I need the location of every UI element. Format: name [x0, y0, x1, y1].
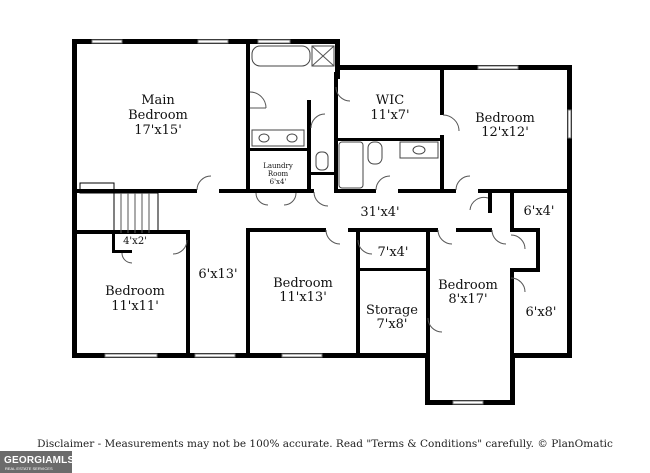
room-label-wic: WIC 11'x7' — [370, 93, 409, 123]
disclaimer-text: Disclaimer - Measurements may not be 100… — [37, 438, 613, 450]
room-label-bedroom-mid: Bedroom 11'x13' — [273, 276, 333, 305]
closet-se-size: 6'x8' — [525, 305, 556, 320]
logo-tagline: REAL ESTATE SERVICES — [5, 466, 53, 471]
doors — [121, 86, 526, 333]
bedroom-sw-name: Bedroom — [105, 284, 165, 299]
interior-walls — [77, 39, 567, 358]
staircase — [79, 182, 159, 234]
floor-plan: Main Bedroom 17'x15' WIC 11'x7' Bedroom … — [72, 39, 572, 405]
bedroom-ne-name: Bedroom — [475, 111, 535, 126]
bedroom-sw-size: 11'x11' — [111, 299, 159, 314]
closet-e-size: 6'x4' — [523, 204, 554, 219]
georgia-mls-logo: GEORGIAMLS REAL ESTATE SERVICES — [0, 451, 75, 473]
room-label-main-bedroom: Main Bedroom 17'x15' — [128, 93, 188, 138]
logo-wordmark: GEORGIAMLS — [4, 455, 75, 466]
room-label-bedroom-ne: Bedroom 12'x12' — [475, 111, 535, 140]
wic-name: WIC — [376, 93, 404, 108]
bedroom-ne-size: 12'x12' — [481, 125, 529, 140]
windows — [91, 39, 572, 405]
hall-w-size: 6'x13' — [198, 267, 237, 282]
room-label-bedroom-s: Bedroom 8'x17' — [438, 278, 498, 307]
laundry-name-line1: Laundry — [263, 162, 293, 170]
main-bedroom-name-line1: Main — [141, 93, 175, 108]
room-label-bedroom-sw: Bedroom 11'x11' — [105, 284, 165, 314]
storage-size: 7'x8' — [376, 317, 407, 332]
storage-name: Storage — [366, 303, 418, 318]
laundry-size: 6'x4' — [270, 178, 287, 186]
bedroom-mid-name: Bedroom — [273, 276, 333, 291]
room-label-storage: Storage 7'x8' — [366, 303, 418, 332]
wic-size: 11'x7' — [370, 108, 409, 123]
main-bedroom-size: 17'x15' — [134, 123, 182, 138]
bathroom-fixtures — [251, 45, 439, 189]
hallway-size: 31'x4' — [360, 205, 399, 220]
laundry-name-line2: Room — [268, 170, 289, 178]
bedroom-s-size: 8'x17' — [448, 292, 487, 307]
closet-mid-size: 7'x4' — [377, 245, 408, 260]
bedroom-s-name: Bedroom — [438, 278, 498, 293]
main-bedroom-name-line2: Bedroom — [128, 108, 188, 123]
bedroom-mid-size: 11'x13' — [279, 290, 327, 305]
closet-sw-size: 4'x2' — [123, 236, 147, 247]
room-label-laundry: Laundry Room 6'x4' — [263, 162, 293, 186]
